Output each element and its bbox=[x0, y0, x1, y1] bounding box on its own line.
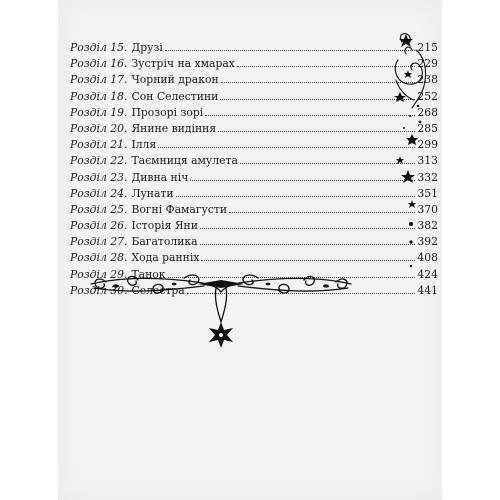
page-number: 382 bbox=[417, 219, 438, 233]
toc-entry: Розділ 27.Багатолика 392 bbox=[70, 235, 438, 251]
dot-leader bbox=[167, 276, 416, 278]
chapter-number: Розділ 20. bbox=[70, 121, 128, 135]
chapter-title: Дивна ніч bbox=[131, 170, 189, 184]
chapter-number: Розділ 23. bbox=[70, 170, 128, 184]
chapter-number: Розділ 21. bbox=[70, 138, 128, 152]
page-number: 408 bbox=[417, 251, 438, 265]
chapter-title: Історія Яни bbox=[131, 219, 198, 233]
dot-leader bbox=[190, 179, 416, 181]
chapter-number: Розділ 28. bbox=[70, 251, 128, 265]
page-number: 351 bbox=[417, 186, 438, 200]
dot-leader bbox=[236, 66, 416, 68]
page-number: 313 bbox=[417, 154, 438, 168]
dot-leader bbox=[239, 163, 416, 165]
page-number: 285 bbox=[417, 121, 438, 135]
toc-entry: Розділ 23.Дивна ніч 332 bbox=[70, 171, 438, 187]
chapter-title: Танок bbox=[131, 267, 166, 281]
page-number: 332 bbox=[417, 170, 438, 184]
chapter-title: Янине видіння bbox=[131, 121, 217, 135]
chapter-number: Розділ 22. bbox=[70, 154, 128, 168]
page-number: 238 bbox=[417, 73, 438, 87]
chapter-title: Вогні Фамагусти bbox=[131, 202, 228, 216]
chapter-number: Розділ 29. bbox=[70, 267, 128, 281]
chapter-title: Прозорі зорі bbox=[131, 105, 204, 119]
toc-entry: Розділ 22.Таємниця амулета 313 bbox=[70, 154, 438, 170]
chapter-title: Сон Селестини bbox=[131, 89, 219, 103]
chapter-number: Розділ 15. bbox=[70, 41, 128, 54]
page-number: 299 bbox=[417, 138, 438, 152]
toc-entry: Розділ 21.Ілля 299 bbox=[70, 138, 438, 154]
dot-leader bbox=[201, 260, 416, 262]
page-number: 441 bbox=[417, 283, 438, 297]
dot-leader bbox=[218, 130, 416, 132]
chapter-number: Розділ 25. bbox=[70, 202, 128, 216]
toc-entry: Розділ 18.Сон Селестини 252 bbox=[70, 90, 438, 106]
page-number: 392 bbox=[417, 235, 438, 249]
chapter-number: Розділ 19. bbox=[70, 105, 128, 119]
dot-leader bbox=[199, 228, 416, 230]
toc-entry: Розділ 25.Вогні Фамагусти 370 bbox=[70, 203, 438, 219]
chapter-title: Хода ранніх bbox=[131, 251, 200, 265]
chapter-title: Лунати bbox=[131, 186, 174, 200]
toc-entry: Розділ 29.Танок 424 bbox=[70, 268, 438, 284]
chapter-title: Друзі bbox=[131, 41, 163, 54]
dot-leader bbox=[220, 98, 416, 100]
toc-entry: Розділ 28.Хода ранніх 408 bbox=[70, 251, 438, 267]
chapter-title: Багатолика bbox=[131, 235, 198, 249]
toc-entry: Розділ 17.Чорний дракон 238 bbox=[70, 73, 438, 89]
chapter-number: Розділ 17. bbox=[70, 73, 128, 87]
page-number: 268 bbox=[417, 105, 438, 119]
swirl-stars-column-icon bbox=[394, 33, 427, 268]
dot-leader bbox=[220, 82, 416, 84]
toc-entry: Розділ 15.Друзі 215 bbox=[70, 41, 438, 57]
chapter-number: Розділ 27. bbox=[70, 235, 128, 249]
chapter-number: Розділ 24. bbox=[70, 186, 128, 200]
page-number: 370 bbox=[417, 202, 438, 216]
toc-entry: Розділ 19.Прозорі зорі 268 bbox=[70, 106, 438, 122]
toc-entry: Розділ 24.Лунати 351 bbox=[70, 187, 438, 203]
chapter-title: Зустріч на хмарах bbox=[131, 57, 235, 71]
chapter-number: Розділ 16. bbox=[70, 57, 128, 71]
chapter-number: Розділ 26. bbox=[70, 219, 128, 233]
page-number: 215 bbox=[417, 41, 438, 54]
dot-leader bbox=[175, 195, 416, 197]
toc-entry: Розділ 16.Зустріч на хмарах 229 bbox=[70, 57, 438, 73]
toc-entry: Розділ 20.Янине видіння 285 bbox=[70, 122, 438, 138]
chapter-title: Чорний дракон bbox=[131, 73, 219, 87]
dot-leader bbox=[199, 244, 416, 246]
dot-leader bbox=[186, 292, 416, 294]
chapter-title: Таємниця амулета bbox=[131, 154, 238, 168]
dot-leader bbox=[229, 211, 416, 213]
chapter-title: Ілля bbox=[131, 138, 157, 152]
page-number: 424 bbox=[417, 267, 438, 281]
chapter-number: Розділ 18. bbox=[70, 89, 128, 103]
dot-leader bbox=[158, 147, 416, 149]
chapter-number: Розділ 30. bbox=[70, 283, 128, 297]
dot-leader bbox=[164, 50, 416, 51]
flourish-divider-icon bbox=[90, 274, 352, 348]
page-number: 252 bbox=[417, 89, 438, 103]
toc-entry: Розділ 26.Історія Яни 382 bbox=[70, 219, 438, 235]
page-number: 229 bbox=[417, 57, 438, 71]
dot-leader bbox=[205, 114, 416, 116]
